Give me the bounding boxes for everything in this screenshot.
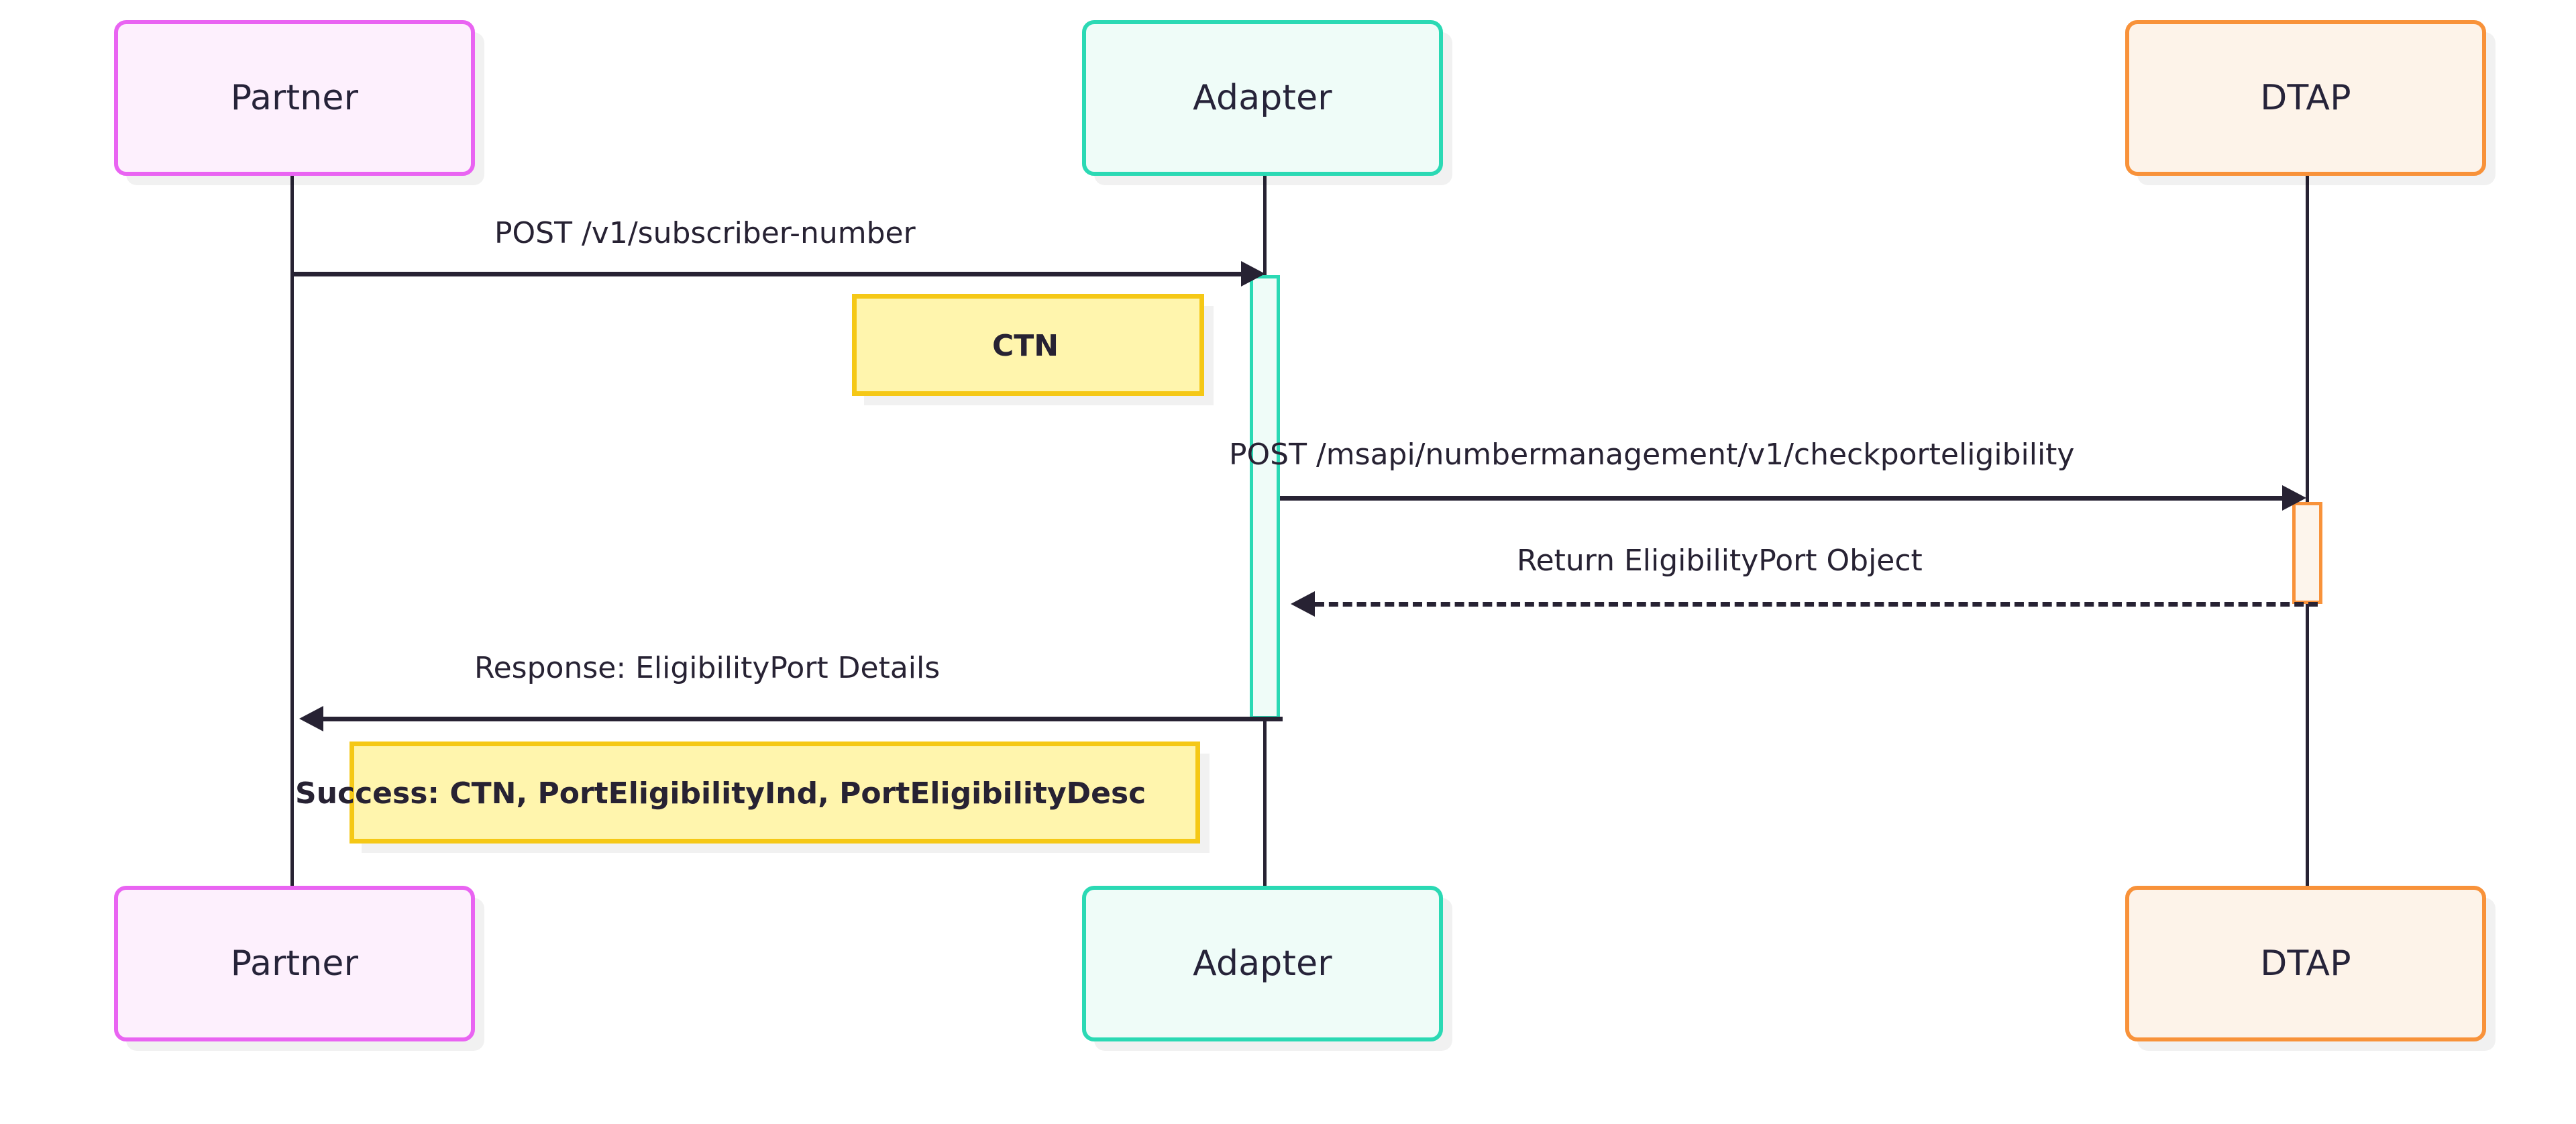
message-line-1	[292, 272, 1241, 276]
lifeline-partner	[290, 176, 294, 889]
note-box-success	[350, 742, 1200, 844]
message-label-3: Return EligibilityPort Object	[1517, 544, 1923, 578]
participant-box-partner-bottom[interactable]: Partner	[114, 886, 475, 1041]
message-line-2	[1280, 496, 2282, 501]
participant-label-adapter-bottom: Adapter	[1193, 943, 1332, 984]
participant-label-dtap-bottom: DTAP	[2260, 943, 2351, 984]
participant-box-partner-top[interactable]: Partner	[114, 20, 475, 176]
participant-label-adapter-top: Adapter	[1193, 78, 1332, 118]
participant-label-dtap-top: DTAP	[2260, 78, 2351, 118]
participant-box-adapter-top[interactable]: Adapter	[1082, 20, 1443, 176]
message-label-1: POST /v1/subscriber-number	[494, 216, 916, 250]
note-text-ctn: CTN	[992, 329, 1059, 363]
participant-box-adapter-bottom[interactable]: Adapter	[1082, 886, 1443, 1041]
arrowhead-right-1	[1241, 261, 1265, 287]
participant-box-dtap-bottom[interactable]: DTAP	[2125, 886, 2486, 1041]
activation-bar-dtap	[2292, 502, 2322, 604]
message-line-4	[323, 717, 1283, 721]
note-box-ctn	[852, 294, 1204, 396]
activation-bar-adapter	[1250, 275, 1280, 719]
arrowhead-left-4	[299, 706, 323, 731]
arrowhead-left-3	[1291, 591, 1315, 617]
participant-label-partner-bottom: Partner	[230, 943, 359, 984]
participant-box-dtap-top[interactable]: DTAP	[2125, 20, 2486, 176]
participant-label-partner-top: Partner	[230, 78, 359, 118]
note-text-success: Success: CTN, PortEligibilityInd, PortEl…	[295, 776, 1146, 811]
message-line-3	[1315, 602, 2318, 607]
message-label-4: Response: EligibilityPort Details	[474, 651, 941, 685]
message-label-2: POST /msapi/numbermanagement/v1/checkpor…	[1229, 438, 2075, 472]
arrowhead-right-2	[2282, 485, 2306, 511]
